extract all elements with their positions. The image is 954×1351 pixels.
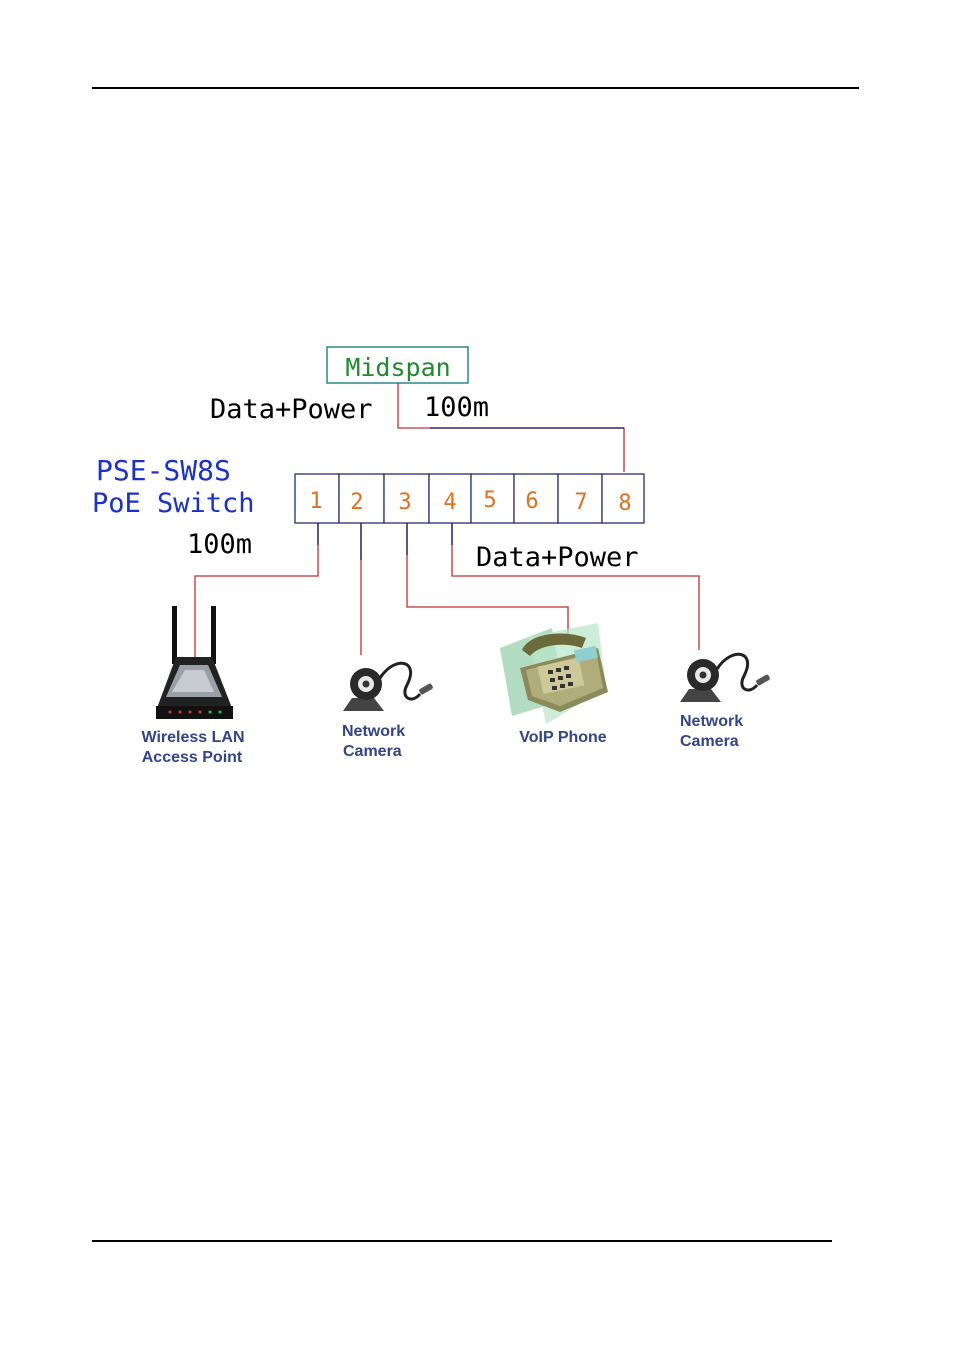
port-4-box bbox=[428, 473, 472, 524]
port-5-number: 5 bbox=[483, 488, 496, 513]
data-power-bottom-label: Data+Power bbox=[476, 542, 639, 573]
port-6-number: 6 bbox=[525, 489, 538, 514]
port-4-number: 4 bbox=[443, 490, 456, 515]
port-7-box bbox=[557, 473, 603, 524]
camera-2-label-line1: Network bbox=[680, 713, 743, 730]
ap-label-line2: Access Point bbox=[142, 749, 243, 766]
network-camera-2-icon bbox=[680, 652, 770, 702]
midspan-box bbox=[326, 346, 469, 384]
switch-type-label: PoE Switch bbox=[92, 488, 255, 519]
distance-top-label: 100m bbox=[424, 392, 489, 423]
ap-label-line1: Wireless LAN bbox=[142, 729, 245, 746]
voip-phone-label: VoIP Phone bbox=[519, 729, 607, 746]
header-rule bbox=[92, 87, 859, 89]
cable-port4-camera bbox=[451, 523, 700, 650]
footer-rule bbox=[92, 1240, 832, 1242]
port-8-number: 8 bbox=[618, 491, 631, 516]
distance-left-label: 100m bbox=[187, 529, 252, 560]
port-5-box bbox=[470, 473, 515, 524]
port-2-box bbox=[338, 473, 385, 524]
port-1-number: 1 bbox=[309, 489, 322, 514]
switch-ports: 1 2 3 4 5 6 7 8 bbox=[294, 473, 645, 524]
cable-port1-ap bbox=[194, 523, 319, 662]
port-6-box bbox=[513, 473, 559, 524]
camera-2-label-line2: Camera bbox=[680, 733, 739, 750]
camera-1-label-line2: Camera bbox=[343, 743, 402, 760]
port-2-number: 2 bbox=[350, 490, 363, 515]
wireless-ap-icon bbox=[156, 606, 233, 719]
network-camera-1-icon bbox=[343, 661, 433, 711]
midspan-label: Midspan bbox=[345, 353, 450, 382]
switch-model-label: PSE-SW8S bbox=[96, 454, 231, 487]
cable-port3-phone bbox=[406, 523, 569, 638]
port-7-number: 7 bbox=[574, 490, 587, 515]
camera-1-label-line1: Network bbox=[342, 723, 405, 740]
voip-phone-icon bbox=[500, 623, 608, 724]
port-8-box bbox=[601, 473, 645, 524]
port-3-number: 3 bbox=[398, 490, 411, 515]
data-power-top-label: Data+Power bbox=[210, 394, 373, 425]
